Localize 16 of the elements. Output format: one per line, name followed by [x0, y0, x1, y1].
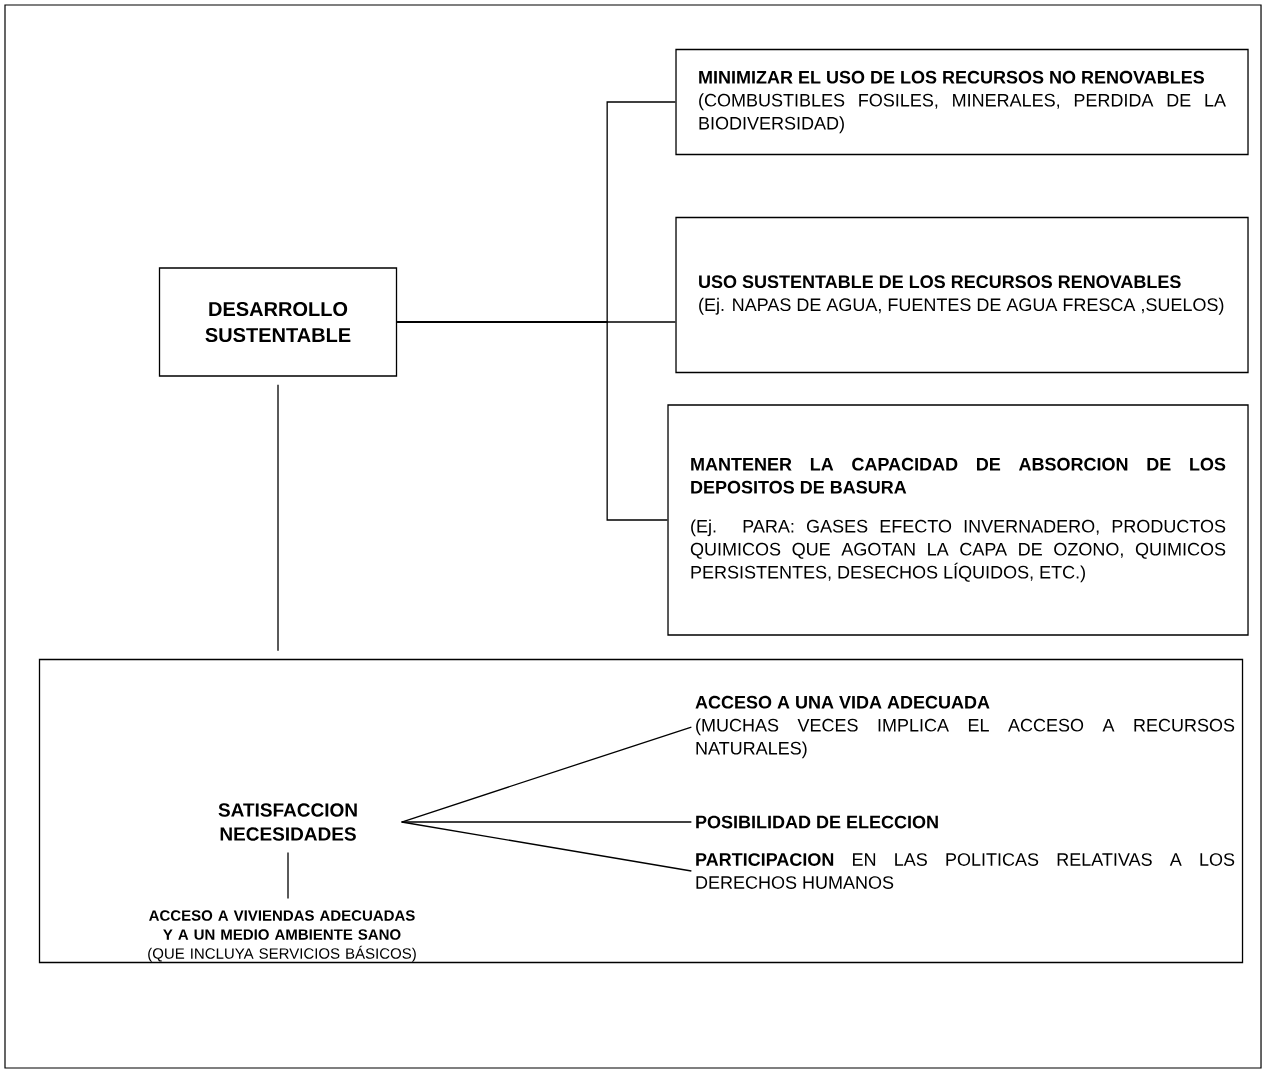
connector-line: [401, 821, 692, 823]
group-box: [38, 658, 1244, 964]
connector-line: [401, 726, 692, 823]
topic-box: USO SUSTENTABLE DE LOS RECURSOS RENOVABLES (Ej. NAPAS DE AGUA, FUENTES DE AGUA FRESCA ,SUELOS): [675, 216, 1249, 374]
connector-line: [277, 384, 279, 652]
note-text: PARTICIPACION EN LAS POLITICAS RELATIVAS A LOS DERECHOS HUMANOS: [696, 853, 1235, 889]
note-text: ACCESO A VIVIENDAS ADECUADAS Y A UN MEDIO AMBIENTE SANO (QUE INCLUYA SERVICIOS BÁSICOS): [148, 910, 416, 962]
heading-text: POSIBILIDAD DE ELECCION: [696, 815, 938, 829]
connector-line: [287, 851, 289, 900]
connector-line: [396, 321, 668, 521]
connector-line: [401, 821, 692, 872]
note-text: ACCESO A UNA VIDA ADECUADA (MUCHAS VECES IMPLICA EL ACCESO A RECURSOS NATURALES): [695, 695, 1235, 759]
topic-box: MINIMIZAR EL USO DE LOS RECURSOS NO RENOVABLES (COMBUSTIBLES FOSILES, MINERALES, PERDIDA DE LA BIODIVERSIDAD): [675, 48, 1249, 156]
heading-text: SATISFACCION NECESIDADES: [218, 803, 357, 841]
topic-box: MANTENER LA CAPACIDAD DE ABSORCION DE LOS DEPOSITOS DE BASURA (Ej. PARA: GASES EFECTO INVERNADERO, PRODUCTOS QUIMICOS QUE AGOTAN LA CAPA DE OZONO, QUIMICOS PERSISTENTES, DESECHOS LÍQUIDOS, ETC.): [667, 404, 1249, 636]
concept-box: DESARROLLO SUSTENTABLE: [158, 267, 398, 377]
